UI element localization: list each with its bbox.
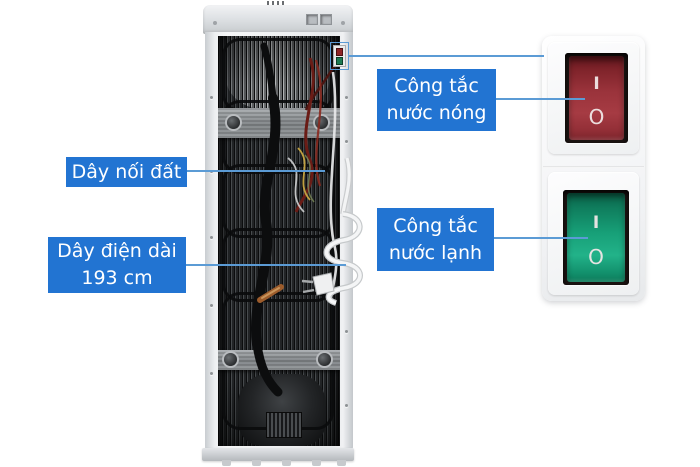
foot bbox=[252, 460, 261, 466]
top-vent bbox=[267, 1, 285, 6]
switch-on-mark: I bbox=[593, 74, 600, 95]
screw-icon bbox=[345, 96, 348, 99]
condenser-coil bbox=[222, 164, 334, 238]
screw-icon bbox=[210, 304, 213, 307]
switch-off-mark: O bbox=[588, 104, 605, 129]
label-ground-wire: Dây nối đất bbox=[66, 157, 187, 187]
cold-switch-indicator-icon bbox=[336, 57, 343, 65]
bolt-icon bbox=[318, 353, 331, 366]
dispenser-back-panel bbox=[218, 36, 340, 446]
dispenser-base bbox=[202, 448, 354, 461]
label-cold-switch: Công tắc nước lạnh bbox=[377, 208, 494, 271]
screw-icon bbox=[345, 404, 348, 407]
leader-line-power-cord bbox=[185, 264, 346, 266]
screw-icon bbox=[345, 188, 348, 191]
screw-icon bbox=[210, 170, 213, 173]
label-text: nước lạnh bbox=[388, 241, 483, 264]
screw-icon bbox=[345, 330, 348, 333]
label-text: Công tắc bbox=[393, 214, 478, 237]
label-text: nước nóng bbox=[386, 102, 487, 124]
screw-icon bbox=[210, 236, 213, 239]
mounting-bracket bbox=[218, 108, 340, 138]
hot-switch-indicator-icon bbox=[336, 48, 343, 56]
foot bbox=[222, 460, 231, 466]
leader-line-hot-switch bbox=[495, 98, 585, 100]
label-text: 193 cm bbox=[81, 267, 153, 289]
connector-socket bbox=[306, 14, 318, 25]
bezel-seam bbox=[543, 166, 644, 168]
label-text: Dây điện dài bbox=[57, 240, 177, 262]
screw-icon bbox=[345, 140, 348, 143]
foot bbox=[282, 460, 291, 466]
bolt-icon bbox=[315, 116, 328, 129]
label-text: Công tắc bbox=[394, 75, 479, 97]
screw-icon bbox=[210, 96, 213, 99]
label-text: Dây nối đất bbox=[71, 160, 182, 183]
bolt-icon bbox=[224, 353, 237, 366]
foot bbox=[312, 460, 321, 466]
connector-socket bbox=[320, 14, 332, 25]
bolt-icon bbox=[227, 116, 240, 129]
label-hot-switch: Công tắc nước nóng bbox=[377, 69, 496, 131]
screw-icon bbox=[210, 372, 213, 375]
switch-off-mark: O bbox=[588, 244, 604, 269]
foot bbox=[337, 460, 346, 466]
switch-panel bbox=[333, 45, 346, 67]
leader-line-ground-wire bbox=[186, 170, 325, 172]
label-power-cord: Dây điện dài 193 cm bbox=[48, 237, 186, 293]
leader-line-cold-switch bbox=[492, 237, 588, 239]
dispenser-top-cap bbox=[203, 5, 353, 34]
compressor-grille bbox=[266, 412, 302, 438]
switch-on-mark: I bbox=[592, 212, 600, 233]
screw-icon bbox=[341, 21, 345, 25]
leader-line-switch-panel bbox=[348, 55, 544, 57]
screw-icon bbox=[213, 21, 217, 25]
mounting-bracket bbox=[218, 350, 340, 370]
